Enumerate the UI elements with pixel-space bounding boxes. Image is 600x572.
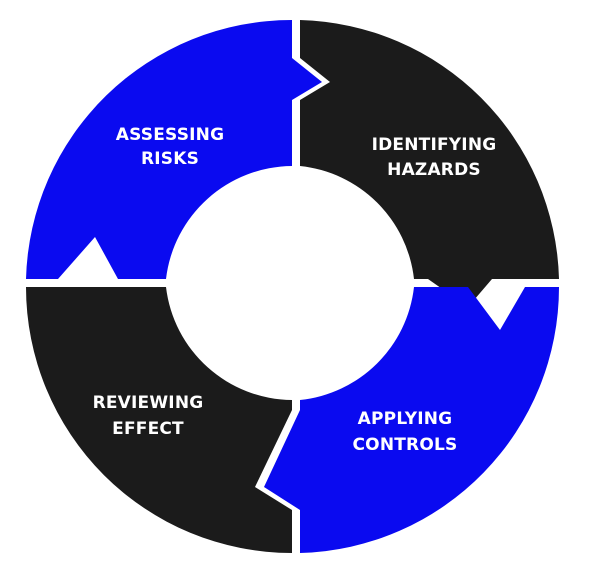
label-identifying-line2: HAZARDS [387, 160, 481, 180]
segment-applying-controls [264, 287, 560, 553]
segment-reviewing-effect [26, 287, 292, 553]
label-reviewing-line2: EFFECT [112, 419, 184, 439]
label-applying-line1: APPLYING [358, 409, 453, 429]
segment-identifying-hazards [300, 20, 559, 307]
segment-assessing-risks [26, 19, 322, 280]
label-applying-line2: CONTROLS [353, 435, 458, 455]
label-identifying-line1: IDENTIFYING [372, 135, 497, 155]
label-assessing-line2: RISKS [141, 149, 199, 169]
label-reviewing-line1: REVIEWING [93, 393, 204, 413]
label-assessing-line1: ASSESSING [116, 125, 225, 145]
